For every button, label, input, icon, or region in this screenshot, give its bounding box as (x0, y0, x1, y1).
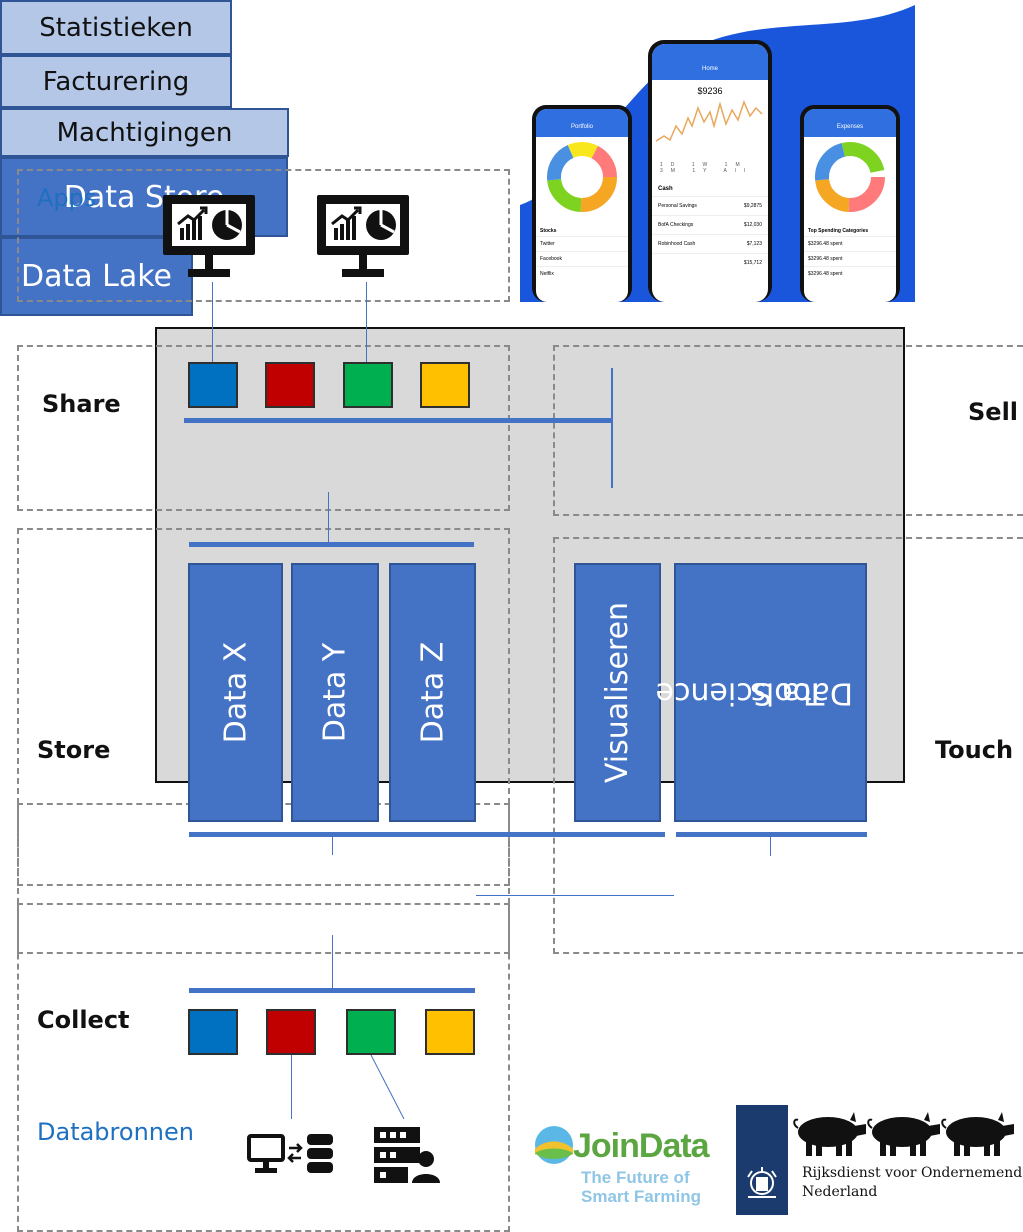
databronnen-label: Databronnen (37, 1118, 194, 1146)
connector-line (366, 282, 367, 362)
connector-line (332, 837, 333, 855)
sell-section (553, 345, 1023, 516)
collect-label: Collect (37, 1006, 130, 1034)
data-lake-box: Data Lake (0, 237, 193, 316)
stocks-title: Stocks (540, 228, 557, 234)
data-y-box: Data Y (291, 563, 379, 822)
computer-database-icon (247, 1134, 333, 1173)
rvo-crest-icon (747, 1167, 777, 1198)
spending-item: $3296.48 spent (804, 251, 896, 266)
sell-connector (611, 368, 613, 488)
store-top-bus (189, 542, 474, 547)
stock-item: Netflix (536, 266, 628, 281)
apps-label: Apps (37, 184, 97, 212)
cash-item: BofA Checkings$12,030 (652, 215, 768, 234)
expenses-title: Expenses (804, 109, 896, 137)
databronnen-section (17, 903, 510, 1232)
cash-item: $15,712 (652, 253, 768, 272)
home-title: Home (652, 44, 768, 80)
phone-expenses: Expenses Top Spending Categories $3296.4… (800, 105, 900, 302)
home-balance: $9236 (697, 86, 723, 96)
joindata-logo-mark (535, 1126, 573, 1164)
phones-image: Portfolio Stocks Twitter Facebook Netfli… (520, 5, 915, 302)
spending-item: $3296.48 spent (804, 236, 896, 251)
store-label: Store (37, 736, 111, 764)
top-spending-title: Top Spending Categories (808, 228, 869, 234)
phone-portfolio: Portfolio Stocks Twitter Facebook Netfli… (532, 105, 632, 302)
joindata-name: JoinData (573, 1127, 710, 1165)
share-bus (184, 418, 612, 423)
joindata-tagline-2: Smart Farming (581, 1187, 701, 1206)
pig-icon-2 (867, 1112, 940, 1156)
touch-section (553, 537, 1023, 954)
collect-square-blue (188, 1009, 238, 1055)
portfolio-title: Portfolio (536, 109, 628, 137)
phone-home: Home $9236 1D 1W 1M 3M 1Y All Cash Perso… (648, 40, 772, 302)
store-lake-connector (476, 895, 674, 896)
server-user-icon (374, 1127, 440, 1183)
app-monitor-icon-1 (163, 195, 255, 277)
statistieken-box: Statistieken (0, 0, 232, 55)
apps-section (17, 169, 510, 302)
machtigingen-box: Machtigingen (0, 108, 289, 157)
data-z-box: Data Z (389, 563, 476, 822)
connector-line (291, 1055, 292, 1119)
pig-icon-3 (941, 1112, 1014, 1156)
share-section (17, 345, 510, 511)
pig-icon-1 (793, 1112, 866, 1156)
store-section (17, 528, 510, 954)
touch-label: Touch (935, 736, 1014, 764)
touch-bottom-bus (676, 832, 867, 837)
connector-line (328, 492, 329, 542)
rvo-text-line2: Nederland (802, 1184, 878, 1200)
connector-line (212, 282, 213, 362)
rvo-text-line1: Rijksdienst voor Ondernemend (802, 1165, 1023, 1181)
share-square-green (343, 362, 393, 408)
store-bottom-bus (189, 832, 665, 837)
share-label: Share (42, 390, 121, 418)
spending-item: $3296.48 spent (804, 266, 896, 281)
share-square-red (265, 362, 315, 408)
collect-square-red (266, 1009, 316, 1055)
connector-line (332, 935, 333, 989)
collect-square-yellow (425, 1009, 475, 1055)
rvo-logo-bar (736, 1105, 788, 1215)
cash-title: Cash (658, 186, 673, 192)
cash-item: Personal Savings$9,2875 (652, 196, 768, 215)
stock-item: Facebook (536, 251, 628, 266)
share-square-blue (188, 362, 238, 408)
joindata-logo: JoinData The Future of Smart Farming (525, 1115, 725, 1215)
cash-item: Robinhood Cash$7,123 (652, 234, 768, 253)
app-monitor-icon-2 (317, 195, 409, 277)
connector-line (370, 1055, 405, 1120)
facturering-box: Facturering (0, 55, 232, 108)
collect-square-green (346, 1009, 396, 1055)
joindata-tagline-1: The Future of (581, 1168, 690, 1187)
sell-label: Sell (968, 398, 1019, 426)
stock-item: Twitter (536, 236, 628, 251)
share-square-yellow (420, 362, 470, 408)
collect-bus (189, 988, 475, 993)
data-x-box: Data X (188, 563, 283, 822)
connector-line (770, 837, 771, 856)
visualiseren-box: Visualiseren (574, 563, 661, 822)
